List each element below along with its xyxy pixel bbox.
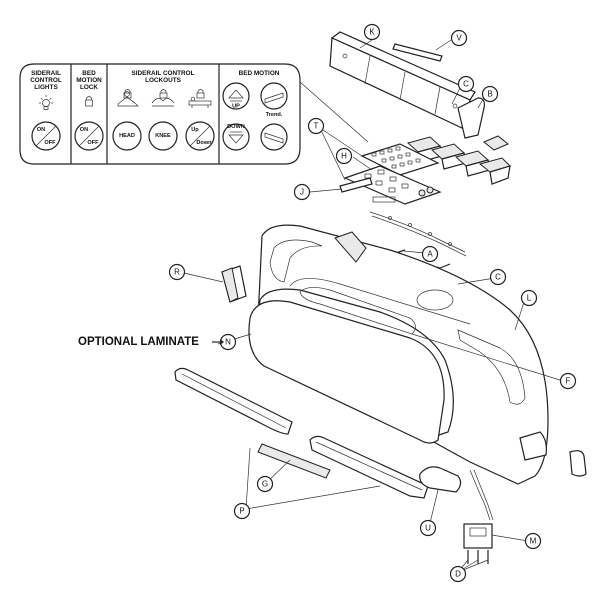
control-panel-overlay: SIDERAIL CONTROL LIGHTS ON OFF BED: [19, 63, 301, 165]
callout-u: U: [419, 519, 437, 537]
button-label: KNEE: [155, 133, 171, 139]
optional-laminate-label: OPTIONAL LAMINATE: [78, 336, 199, 348]
circuit-board-h: [343, 165, 442, 205]
svg-text:C: C: [495, 273, 501, 282]
bed-down-button[interactable]: DOWN: [222, 123, 250, 151]
section-title-line: LOCKOUTS: [145, 77, 182, 84]
label-strip-v: [392, 43, 443, 62]
callout-b: B: [481, 85, 499, 103]
svg-text:L: L: [527, 294, 532, 303]
callout-c-upper: C: [457, 75, 475, 93]
motion-on-off-button[interactable]: ON OFF: [74, 121, 104, 151]
lockout-padlock-icon: [123, 89, 132, 99]
head-section-icon: [117, 91, 139, 107]
label-g: [257, 443, 331, 479]
section-title-line: LOCK: [80, 84, 98, 91]
button-label: UP: [232, 104, 240, 110]
svg-text:B: B: [487, 90, 492, 99]
button-keys: [406, 135, 511, 185]
callout-m: M: [524, 532, 542, 550]
connector-m: [463, 469, 494, 549]
laminate-panel-n: [248, 300, 445, 444]
svg-text:U: U: [425, 524, 431, 533]
lockout-padlock-icon: [196, 89, 205, 99]
callout-k: K: [363, 23, 381, 41]
trend-button[interactable]: Trend.: [260, 82, 288, 118]
svg-text:N: N: [225, 338, 231, 347]
section-title-line: SIDERAIL: [31, 70, 61, 77]
svg-text:R: R: [174, 268, 180, 277]
head-lockout-button[interactable]: HEAD: [112, 121, 142, 151]
callout-c-lower: C: [489, 268, 507, 286]
button-label: HEAD: [119, 133, 135, 139]
button-label: DOWN: [227, 124, 245, 130]
svg-text:T: T: [314, 122, 319, 131]
svg-text:F: F: [566, 377, 571, 386]
lights-on-off-button[interactable]: ON OFF: [31, 121, 61, 151]
callout-t: T: [307, 117, 325, 135]
svg-text:H: H: [341, 152, 347, 161]
panel-leader-line: [299, 81, 369, 143]
section-title-line: BED MOTION: [239, 70, 280, 77]
callout-d: D: [449, 565, 467, 583]
callout-g: G: [256, 475, 274, 493]
padlock-icon: [85, 96, 93, 107]
bed-height-icon: [188, 96, 212, 108]
button-label: ON: [80, 127, 88, 133]
end-cap-right: [569, 450, 587, 477]
callout-h: H: [335, 147, 353, 165]
reverse-trend-button[interactable]: [260, 123, 288, 151]
callout-f: F: [559, 372, 577, 390]
svg-text:M: M: [530, 537, 537, 546]
callout-l: L: [520, 289, 538, 307]
knee-section-icon: [151, 98, 175, 107]
svg-text:P: P: [239, 507, 244, 516]
end-cap-b: [457, 97, 485, 139]
rail-trim-p-lower: [309, 435, 429, 499]
end-cap-r: [221, 265, 247, 303]
section-title-line: CONTROL: [30, 77, 62, 84]
button-label: Down: [196, 140, 212, 146]
section-title-line: SIDERAIL CONTROL: [131, 70, 194, 77]
lockout-padlock-icon: [159, 89, 168, 99]
svg-text:J: J: [300, 188, 304, 197]
fasteners-d: [467, 550, 489, 564]
button-label: ON: [37, 127, 45, 133]
knee-lockout-button[interactable]: KNEE: [148, 121, 178, 151]
section-siderail-control-lights: SIDERAIL CONTROL LIGHTS ON OFF: [30, 70, 62, 151]
button-label: OFF: [87, 140, 99, 146]
svg-text:A: A: [427, 250, 433, 259]
callout-r: R: [168, 263, 186, 281]
svg-text:D: D: [455, 570, 461, 579]
upper-housing-k: [329, 31, 476, 129]
bracket-j: [339, 177, 396, 203]
wire-harness: [369, 211, 467, 257]
callout-p: P: [233, 502, 251, 520]
section-title-line: LIGHTS: [34, 84, 58, 91]
button-label: Trend.: [266, 112, 283, 118]
callout-a: A: [421, 245, 439, 263]
rail-trim-p-upper: [174, 367, 293, 435]
section-bed-motion: BED MOTION UP DOWN Trend.: [222, 70, 288, 151]
light-bulb-icon: [39, 95, 53, 110]
bed-up-button[interactable]: UP: [222, 82, 250, 110]
svg-text:K: K: [369, 28, 375, 37]
callout-j: J: [293, 183, 311, 201]
up-down-lockout-button[interactable]: Up Down: [185, 121, 215, 151]
svg-text:G: G: [262, 480, 268, 489]
section-title-line: MOTION: [76, 77, 102, 84]
section-title-line: BED: [82, 70, 96, 77]
svg-text:C: C: [463, 80, 469, 89]
callout-v: V: [450, 29, 468, 47]
svg-text:V: V: [456, 34, 462, 43]
laminate-arrow: [220, 339, 224, 345]
button-label: OFF: [44, 140, 56, 146]
section-bed-motion-lock: BED MOTION LOCK ON OFF: [74, 70, 104, 151]
button-label: Up: [191, 127, 199, 133]
section-siderail-control-lockouts: SIDERAIL CONTROL LOCKOUTS: [112, 70, 215, 151]
cover-u: [419, 466, 462, 493]
